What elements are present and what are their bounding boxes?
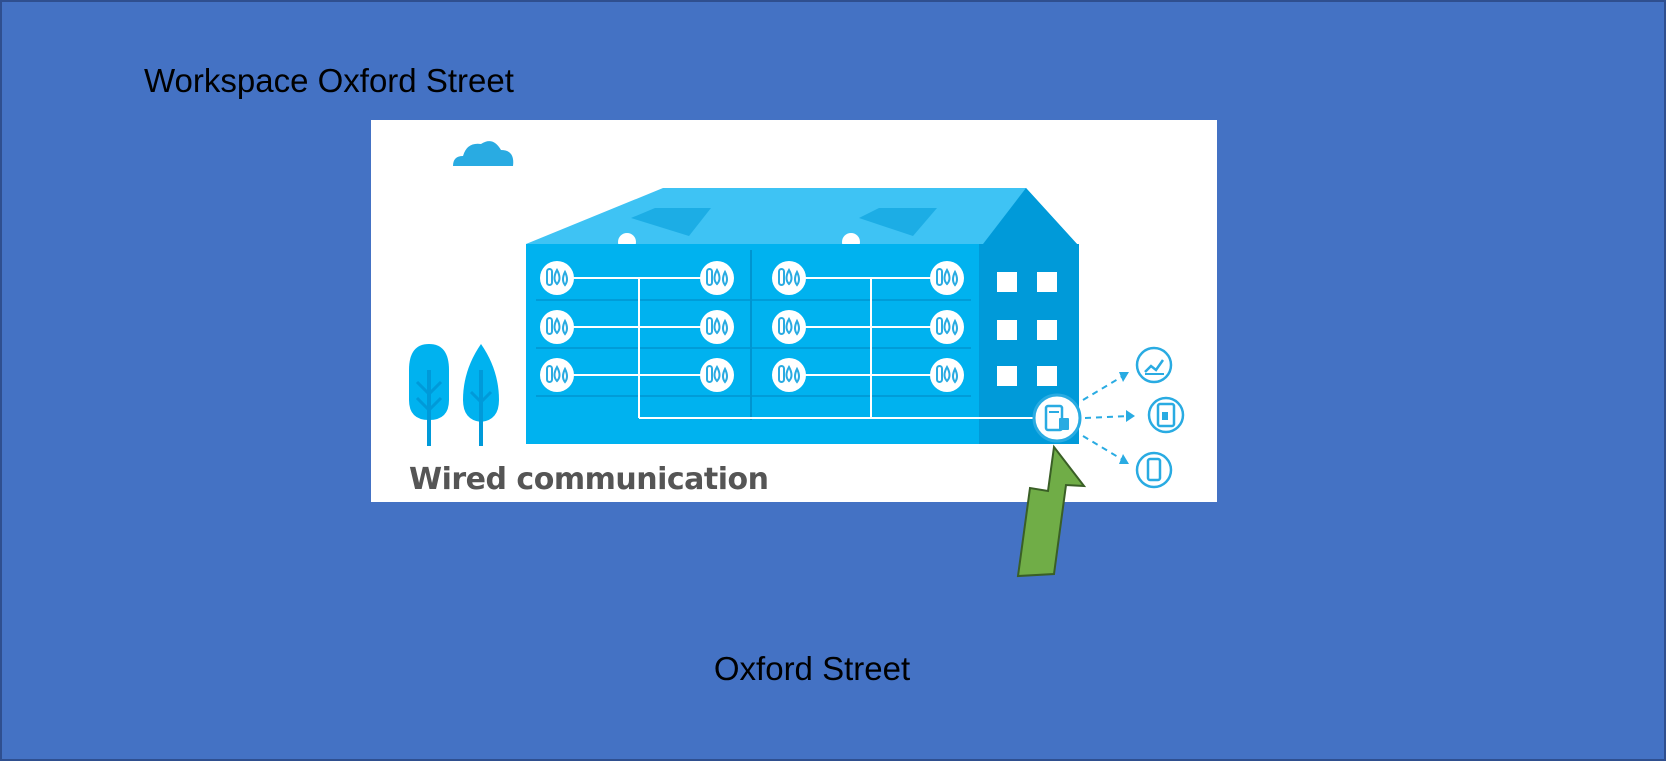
arrowheads xyxy=(1119,372,1135,464)
gateway-device-icon xyxy=(1032,393,1082,443)
thermometer-humidity-icon xyxy=(772,261,806,295)
chart-icon xyxy=(1135,346,1173,384)
leaf-tree-icon xyxy=(463,344,499,446)
thermometer-humidity-icon xyxy=(930,310,964,344)
tablet-icon xyxy=(1147,396,1185,434)
slide-title: Workspace Oxford Street xyxy=(144,62,514,99)
thermometer-humidity-icon xyxy=(700,358,734,392)
thermometer-humidity-icon xyxy=(540,358,574,392)
thermometer-humidity-icon xyxy=(540,261,574,295)
thermometer-humidity-icon xyxy=(540,310,574,344)
thermometer-humidity-icon xyxy=(772,310,806,344)
thermometer-humidity-icon xyxy=(930,261,964,295)
phone-icon xyxy=(1135,451,1173,489)
thermometer-humidity-icon xyxy=(700,310,734,344)
illustration-label: Wired communication xyxy=(409,462,769,497)
thermometer-humidity-icon xyxy=(700,261,734,295)
thermometer-humidity-icon xyxy=(930,358,964,392)
cloud-icon xyxy=(453,141,514,166)
round-tree-icon xyxy=(409,344,449,446)
wiring-lines xyxy=(557,277,1047,419)
illustration-canvas xyxy=(409,141,1185,489)
wireless-links xyxy=(1082,375,1130,461)
building-illustration: Wired communication xyxy=(371,120,1217,502)
thermometer-humidity-icon xyxy=(772,358,806,392)
building-roof xyxy=(526,188,1077,251)
sensor-grid xyxy=(540,261,964,392)
slide-caption: Oxford Street xyxy=(713,650,911,687)
